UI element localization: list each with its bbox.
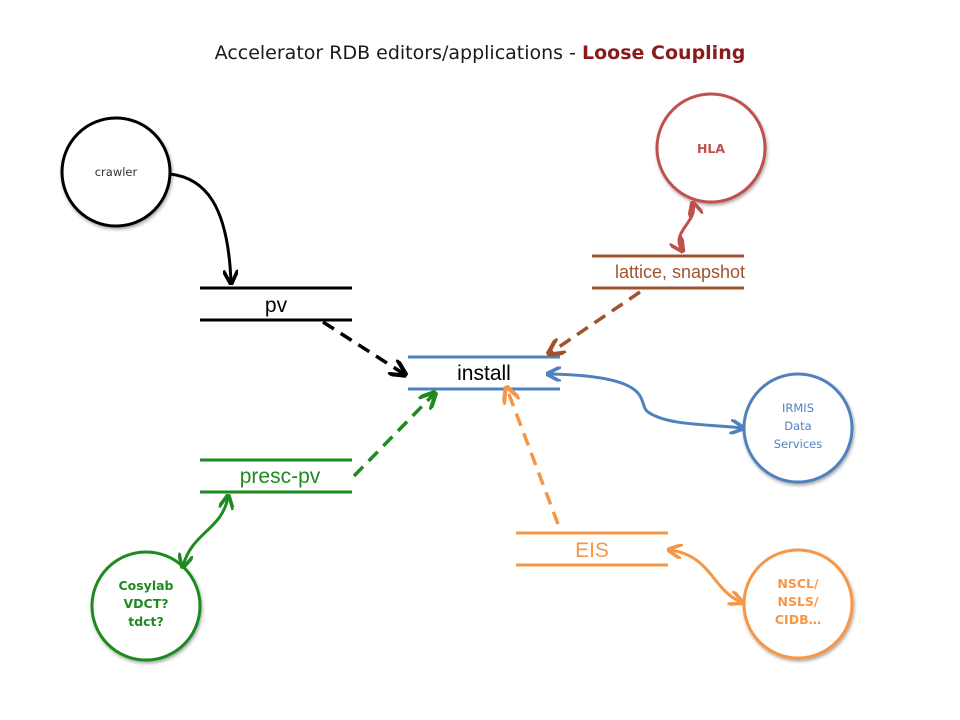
node-cosylab-label-1: Cosylab [118, 578, 173, 593]
arrow-lattice-to-install [550, 290, 641, 353]
node-crawler: crawler [60, 116, 172, 228]
node-cosylab: Cosylab VDCT? tdct? [90, 550, 202, 662]
node-hla: HLA [655, 92, 767, 204]
table-presc-pv: presc-pv [200, 458, 352, 494]
arrow-eis-nscl [670, 550, 741, 602]
table-pv-label: pv [265, 294, 288, 317]
table-lattice-snapshot: lattice, snapshot [592, 254, 745, 290]
node-nscl-label-2: NSLS/ [778, 594, 819, 609]
arrow-pv-to-install [322, 320, 404, 374]
node-irmis: IRMIS Data Services [742, 372, 854, 484]
arrow-eis-to-install [507, 389, 560, 525]
node-nscl-label-3: CIDB… [775, 612, 821, 627]
table-lattice-label: lattice, snapshot [615, 262, 745, 282]
node-nscl-label-1: NSCL/ [777, 576, 819, 591]
node-irmis-label-1: IRMIS [782, 401, 814, 415]
node-irmis-label-2: Data [784, 419, 811, 433]
node-hla-label: HLA [697, 141, 725, 156]
node-irmis-label-3: Services [774, 437, 823, 451]
table-install-label: install [457, 362, 511, 385]
arrow-presc-pv-to-install [352, 394, 434, 478]
table-eis-label: EIS [575, 539, 609, 562]
node-nscl: NSCL/ NSLS/ CIDB… [742, 548, 854, 660]
table-eis: EIS [516, 531, 668, 567]
page-title: Accelerator RDB editors/applications - L… [215, 42, 746, 64]
table-pv: pv [200, 286, 352, 322]
node-cosylab-label-2: VDCT? [123, 596, 168, 611]
arrow-crawler-to-pv [169, 172, 231, 282]
node-crawler-label: crawler [95, 165, 138, 179]
arrow-presc-pv-cosylab [183, 497, 228, 566]
arrow-hla-lattice [679, 204, 694, 250]
table-presc-pv-label: presc-pv [240, 465, 321, 488]
table-install: install [408, 355, 560, 391]
arrow-install-irmis [549, 374, 742, 428]
node-cosylab-label-3: tdct? [128, 614, 164, 629]
